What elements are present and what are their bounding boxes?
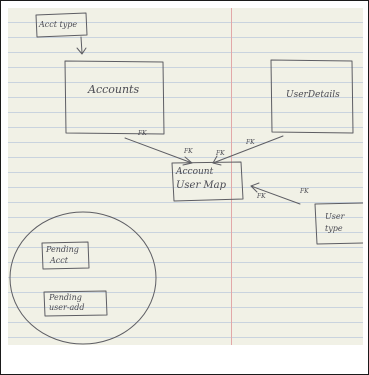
fk-user-type-side: FK <box>300 188 309 195</box>
pending-user-add-label-2: user-add <box>49 303 85 312</box>
user-type-label-1: User <box>325 212 345 221</box>
account-user-map-label-1: Account <box>176 167 214 177</box>
fk-map-left: FK <box>184 148 193 155</box>
pending-group-circle <box>9 211 157 345</box>
account-user-map-label-2: User Map <box>176 180 227 191</box>
acct-type-label: Acct type <box>39 20 78 29</box>
fk-accounts-side: FK <box>138 130 147 137</box>
pending-acct-label-2: Acct <box>50 256 68 265</box>
user-type-label-2: type <box>325 224 343 233</box>
pending-user-add-label-1: Pending <box>49 293 82 302</box>
acct-type-arrowhead <box>76 47 87 55</box>
accounts-box <box>64 60 165 135</box>
ruled-paper: Acct type Accounts UserDetails Account U… <box>8 8 363 345</box>
sketch-drawing <box>9 12 363 345</box>
user-details-map-arrow <box>212 135 284 164</box>
user-details-label: UserDetails <box>286 90 340 100</box>
acct-type-box <box>35 12 88 38</box>
accounts-label: Accounts <box>88 83 140 96</box>
user-type-box <box>314 202 363 245</box>
account-user-map-box <box>171 161 244 202</box>
pending-user-add-box <box>43 290 108 317</box>
accounts-map-arrow <box>124 137 193 164</box>
fk-user-details-side: FK <box>246 139 255 146</box>
fk-map-mid: FK <box>216 150 225 157</box>
margin-line <box>231 8 232 345</box>
user-details-box <box>270 59 354 134</box>
user-type-map-arrowhead <box>250 182 260 193</box>
acct-type-arrow <box>80 36 83 54</box>
pending-acct-label-1: Pending <box>46 245 79 254</box>
pending-acct-box <box>41 241 90 270</box>
accounts-map-arrowhead <box>182 156 193 166</box>
fk-map-right: FK <box>257 193 266 200</box>
user-details-map-arrowhead <box>212 155 222 166</box>
user-type-map-arrow <box>250 185 301 205</box>
